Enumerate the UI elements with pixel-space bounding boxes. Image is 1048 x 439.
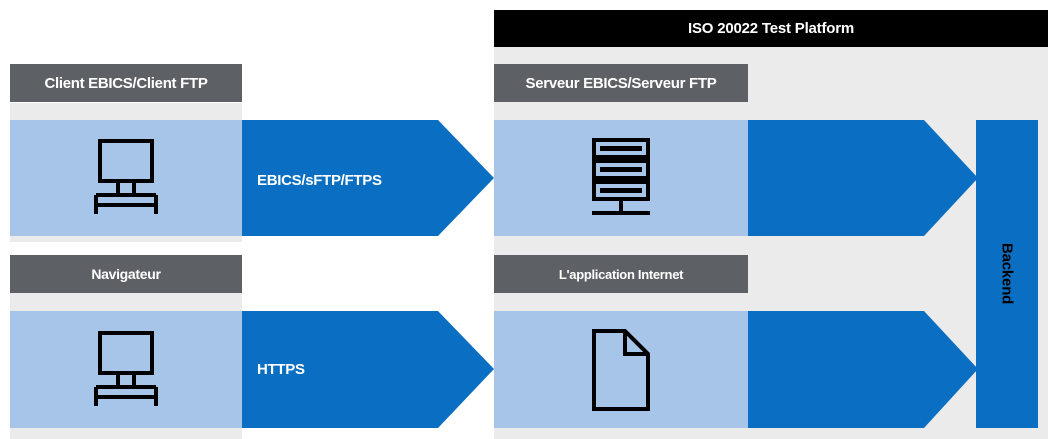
platform-title: ISO 20022 Test Platform [494, 10, 1048, 47]
protocol-label-row2: HTTPS [257, 360, 305, 378]
backend-label: Backend [998, 243, 1016, 305]
protocol-arrow-row2 [242, 311, 494, 428]
computer-terminal-icon [94, 139, 158, 214]
server-row1-panel [494, 120, 748, 236]
server-row1-label: Serveur EBICS/Serveur FTP [494, 64, 748, 102]
client-row1-label: Client EBICS/Client FTP [10, 64, 242, 102]
client-row2-panel [10, 311, 242, 428]
client-row2-label: Navigateur [10, 255, 242, 293]
backend-arrow-row2 [748, 311, 978, 428]
protocol-arrow-row1 [242, 120, 494, 236]
backend-arrow-row1 [748, 120, 978, 236]
computer-terminal-icon [94, 330, 158, 406]
backend-box: Backend [976, 120, 1038, 428]
server-row2-label: L'application Internet [494, 255, 748, 293]
server-rack-icon [592, 138, 650, 215]
server-row2-panel [494, 311, 748, 428]
document-icon [592, 328, 650, 411]
client-row1-panel [10, 120, 242, 236]
protocol-label-row1: EBICS/sFTP/FTPS [257, 171, 382, 189]
